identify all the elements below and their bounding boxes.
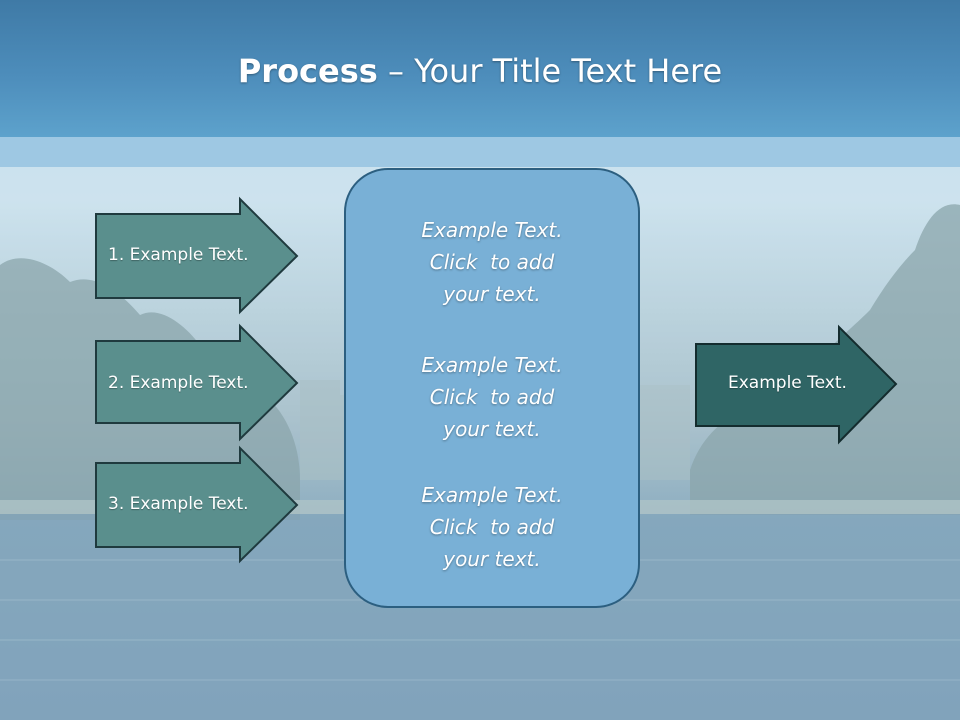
title-band	[0, 0, 960, 137]
result-arrow[interactable]: Example Text.	[695, 324, 900, 445]
panel-text-block[interactable]: Example Text. Click to add your text.	[346, 479, 638, 575]
arrow-shape	[95, 323, 299, 442]
step-arrow-2[interactable]: 2. Example Text.	[95, 323, 300, 442]
center-text-panel[interactable]: Example Text. Click to add your text. Ex…	[344, 168, 640, 608]
step-label: 3. Example Text.	[108, 494, 249, 514]
step-label: 2. Example Text.	[108, 373, 249, 393]
step-label: 1. Example Text.	[108, 245, 249, 265]
panel-line: Example Text.	[421, 483, 563, 507]
panel-line: Click to add	[429, 515, 555, 539]
step-arrow-1[interactable]: 1. Example Text.	[95, 196, 300, 315]
panel-line: your text.	[443, 282, 541, 306]
result-label: Example Text.	[728, 373, 847, 393]
title-rest: – Your Title Text Here	[377, 52, 723, 90]
arrow-shape	[695, 324, 898, 445]
panel-line: Example Text.	[421, 353, 563, 377]
panel-line: your text.	[443, 417, 541, 441]
slide-title[interactable]: Process – Your Title Text Here	[0, 52, 960, 90]
title-underband	[0, 137, 960, 167]
panel-text-block[interactable]: Example Text. Click to add your text.	[346, 349, 638, 445]
arrow-shape	[95, 196, 299, 315]
title-bold: Process	[237, 52, 378, 90]
panel-line: Click to add	[429, 250, 555, 274]
panel-line: Click to add	[429, 385, 555, 409]
step-arrow-3[interactable]: 3. Example Text.	[95, 445, 300, 564]
arrow-shape	[95, 445, 299, 564]
panel-line: Example Text.	[421, 218, 563, 242]
panel-text-block[interactable]: Example Text. Click to add your text.	[346, 214, 638, 310]
panel-line: your text.	[443, 547, 541, 571]
